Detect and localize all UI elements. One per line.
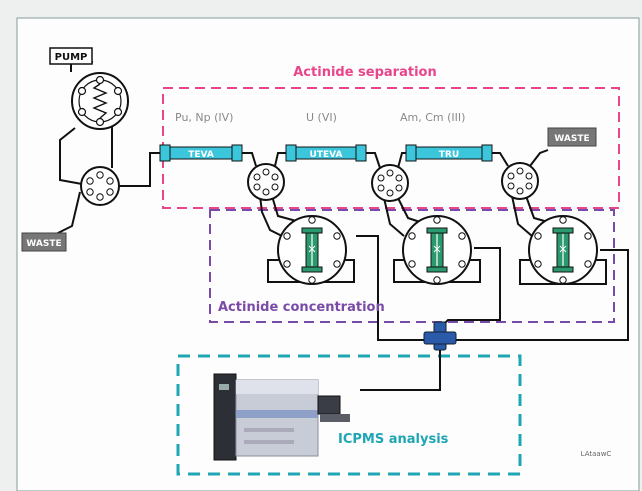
column-teva-label: TEVA	[188, 150, 214, 160]
pump-label: PUMP	[55, 52, 88, 63]
waste-right-box	[547, 127, 597, 147]
oxidation-label-am-cm: Am, Cm (III)	[400, 111, 465, 124]
concentration-valve-3	[528, 215, 598, 285]
waste-left-box	[21, 232, 67, 252]
pump-label-box	[49, 47, 93, 65]
concentration-valve-2	[402, 215, 472, 285]
analysis-title: ICPMS analysis	[338, 432, 449, 447]
separation-title: Actinide separation	[293, 65, 436, 80]
pump: PUMP	[49, 47, 129, 130]
concentration-valve-1	[277, 215, 347, 285]
oxidation-label-pu-np: Pu, Np (IV)	[175, 111, 233, 124]
waste-right-label: WASTE	[554, 134, 589, 144]
column-tru-label: TRU	[439, 150, 459, 160]
concentration-title: Actinide concentration	[218, 300, 385, 315]
column-uteva: UTEVA	[285, 144, 367, 162]
valve-1	[247, 163, 285, 201]
pump-coil-icon	[92, 83, 108, 119]
analysis-box	[176, 354, 522, 476]
tee-connector	[423, 321, 457, 351]
concentration-box	[209, 209, 615, 323]
column-teva: TEVA	[159, 144, 243, 162]
credit-label: LAtaawC	[581, 450, 612, 458]
injection-valve	[80, 166, 120, 206]
oxidation-label-u: U (VI)	[306, 111, 337, 124]
valve-2	[371, 164, 409, 202]
valve-3	[501, 162, 539, 200]
column-uteva-label: UTEVA	[310, 150, 343, 160]
icpms-instrument-icon	[213, 373, 350, 461]
column-tru: TRU	[405, 144, 493, 162]
waste-left-label: WASTE	[26, 239, 61, 249]
